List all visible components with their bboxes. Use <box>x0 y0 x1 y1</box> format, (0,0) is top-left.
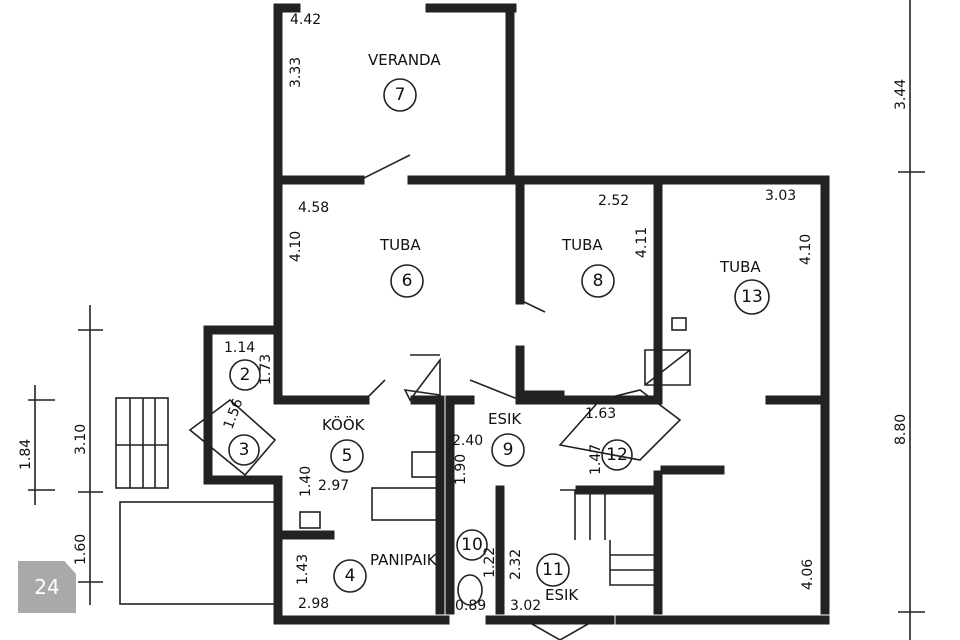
dim-label: 3.10 <box>73 424 89 455</box>
dim-label: 3.02 <box>510 598 541 614</box>
walls <box>203 3 830 625</box>
room-number: 3 <box>239 440 250 460</box>
dim-label: 4.42 <box>290 12 321 28</box>
room-number: 13 <box>741 287 763 307</box>
dim-label: 4.11 <box>634 227 650 258</box>
dim-label: 4.10 <box>288 231 304 262</box>
dim-label: 1.90 <box>453 454 469 485</box>
room-label-kook: KÖÖK <box>322 415 366 434</box>
dim-label: 8.80 <box>893 414 909 445</box>
dim-label: 2.52 <box>598 193 629 209</box>
doors <box>188 154 691 640</box>
stairs <box>115 397 656 605</box>
room-label-tuba: TUBA <box>379 236 421 254</box>
dim-label: 1.22 <box>482 547 498 578</box>
room-number: 2 <box>240 365 251 385</box>
dim-label: 3.03 <box>765 188 796 204</box>
room-number: 11 <box>542 560 564 580</box>
dim-label: 1.43 <box>295 554 311 585</box>
room-number: 6 <box>402 271 413 291</box>
dimension-lines <box>28 0 925 640</box>
room-label-panipaik: PANIPAIK <box>370 551 438 569</box>
dim-label: 2.97 <box>318 478 349 494</box>
room-number: 9 <box>503 440 514 460</box>
room-number: 7 <box>395 85 406 105</box>
dim-label: 1.40 <box>298 466 314 497</box>
room-label-veranda: VERANDA <box>368 51 441 69</box>
dim-label: 1.56 <box>221 397 247 432</box>
room-label-esik: ESIK <box>488 410 522 428</box>
dim-label: 4.58 <box>298 200 329 216</box>
dim-label: 0.89 <box>455 598 486 614</box>
dim-label: 2.98 <box>298 596 329 612</box>
page-number-badge: 24 <box>18 561 76 613</box>
dim-label: 2.32 <box>508 549 524 580</box>
dim-label: 4.06 <box>800 559 816 590</box>
dim-label: 3.44 <box>893 79 909 110</box>
kitchen-fixtures <box>299 317 687 606</box>
dim-label: 1.73 <box>258 354 274 385</box>
dim-label: 3.33 <box>288 57 304 88</box>
dim-label: 1.47 <box>588 444 604 475</box>
dim-label: 4.10 <box>798 234 814 265</box>
dim-label: 2.40 <box>452 433 483 449</box>
room-number: 8 <box>593 271 604 291</box>
room-label-tuba: TUBA <box>561 236 603 254</box>
room-label-tuba: TUBA <box>719 258 761 276</box>
dim-label: 1.84 <box>18 439 34 470</box>
room-number: 10 <box>461 535 483 555</box>
room-label-esik: ESIK <box>545 586 579 604</box>
room-names: VERANDA TUBA TUBA TUBA KÖÖK ESIK ESIK PA… <box>322 51 761 604</box>
dim-label: 1.14 <box>224 340 255 356</box>
dim-label: 1.60 <box>73 534 89 565</box>
room-number: 4 <box>345 566 356 586</box>
dimension-labels: 4.42 3.33 3.44 4.58 4.10 2.52 4.11 3.03 … <box>18 12 909 614</box>
room-numbers: 7 6 8 13 5 9 11 4 2 3 10 12 <box>228 78 770 593</box>
room-number: 5 <box>342 446 353 466</box>
room-number: 12 <box>606 445 628 465</box>
dim-label: 1.63 <box>585 406 616 422</box>
